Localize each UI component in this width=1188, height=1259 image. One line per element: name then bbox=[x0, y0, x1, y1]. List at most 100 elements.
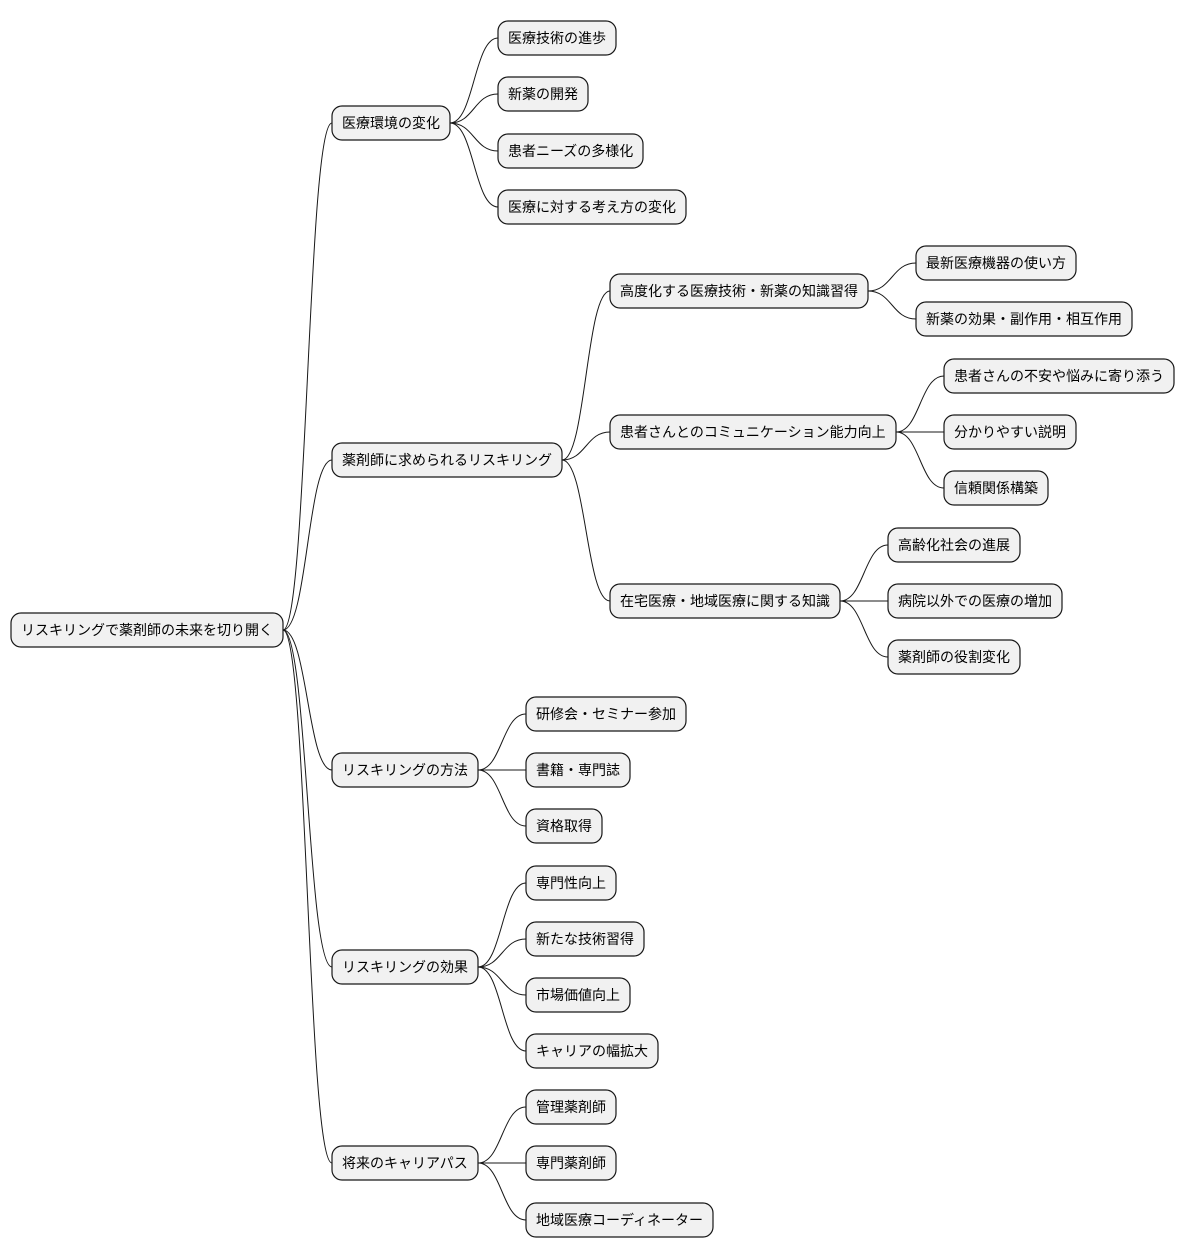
connector-line bbox=[839, 600, 889, 658]
connector-line bbox=[477, 966, 527, 996]
mindmap-node-1-1-0: 患者さんの不安や悩みに寄り添う bbox=[943, 358, 1175, 394]
connector-line bbox=[449, 122, 499, 208]
node-box bbox=[943, 358, 1175, 394]
node-box bbox=[943, 470, 1049, 506]
mindmap-node-0: 医療環境の変化 bbox=[331, 105, 451, 141]
connector-line bbox=[839, 544, 889, 602]
connector-line bbox=[282, 629, 333, 771]
mindmap-node-4: 将来のキャリアパス bbox=[331, 1145, 479, 1181]
node-box bbox=[525, 696, 687, 732]
node-label: 医療環境の変化 bbox=[342, 115, 440, 132]
mindmap-node-3: リスキリングの効果 bbox=[331, 949, 479, 985]
connector-line bbox=[282, 122, 333, 631]
node-label: 患者ニーズの多様化 bbox=[508, 143, 633, 160]
node-label: 高度化する医療技術・新薬の知識習得 bbox=[620, 283, 858, 300]
mindmap-node-3-3: キャリアの幅拡大 bbox=[525, 1033, 659, 1069]
node-box bbox=[887, 583, 1063, 619]
connector-line bbox=[477, 713, 527, 771]
node-label: 新薬の効果・副作用・相互作用 bbox=[926, 312, 1122, 328]
mindmap-node-1-1: 患者さんとのコミュニケーション能力向上 bbox=[609, 414, 897, 450]
connector-line bbox=[561, 290, 611, 461]
connector-line bbox=[895, 431, 945, 489]
node-label: 市場価値向上 bbox=[536, 987, 620, 1004]
node-box bbox=[497, 76, 589, 112]
node-box bbox=[331, 752, 479, 788]
node-box bbox=[525, 1033, 659, 1069]
node-box bbox=[331, 442, 563, 478]
node-box bbox=[497, 133, 644, 169]
node-label: 将来のキャリアパス bbox=[342, 1156, 468, 1172]
node-label: 高齢化社会の進展 bbox=[898, 537, 1010, 554]
node-label: 医療に対する考え方の変化 bbox=[508, 199, 676, 216]
node-label: 患者さんとのコミュニケーション能力向上 bbox=[620, 425, 886, 441]
mindmap-node-1-0-1: 新薬の効果・副作用・相互作用 bbox=[915, 301, 1133, 337]
node-label: 管理薬剤師 bbox=[536, 1100, 606, 1116]
node-label: 最新医療機器の使い方 bbox=[926, 255, 1066, 272]
mindmap-node-2-2: 資格取得 bbox=[525, 808, 603, 844]
connector-line bbox=[477, 882, 527, 968]
node-box bbox=[609, 414, 897, 450]
node-box bbox=[525, 1145, 617, 1181]
node-box bbox=[525, 977, 631, 1013]
node-box bbox=[525, 865, 617, 901]
node-box bbox=[525, 808, 603, 844]
node-label: 病院以外での医療の増加 bbox=[898, 593, 1052, 610]
node-box bbox=[943, 414, 1077, 450]
node-label: 地域医療コーディネーター bbox=[536, 1212, 703, 1229]
node-label: 在宅医療・地域医療に関する知識 bbox=[620, 593, 830, 610]
node-label: 専門薬剤師 bbox=[536, 1156, 606, 1172]
node-box bbox=[609, 273, 869, 309]
node-label: 資格取得 bbox=[536, 818, 592, 835]
connector-line bbox=[282, 629, 333, 968]
mindmap-node-0-0: 医療技術の進歩 bbox=[497, 20, 617, 56]
connector-line bbox=[477, 1106, 527, 1164]
connector-line bbox=[449, 122, 499, 152]
mindmap-node-2-0: 研修会・セミナー参加 bbox=[525, 696, 687, 732]
connector-layer bbox=[282, 37, 945, 1221]
connector-line bbox=[477, 1162, 527, 1221]
node-box bbox=[915, 245, 1077, 281]
node-label: 患者さんの不安や悩みに寄り添う bbox=[954, 368, 1164, 385]
mindmap-node-4-2: 地域医療コーディネーター bbox=[525, 1202, 714, 1238]
connector-line bbox=[477, 938, 527, 968]
node-label: 薬剤師の役割変化 bbox=[898, 649, 1010, 666]
node-box bbox=[915, 301, 1133, 337]
node-box bbox=[497, 20, 617, 56]
node-box bbox=[525, 752, 631, 788]
mindmap-node-1-2-1: 病院以外での医療の増加 bbox=[887, 583, 1063, 619]
mindmap-node-1-2-2: 薬剤師の役割変化 bbox=[887, 639, 1021, 675]
mindmap-node-1-0-0: 最新医療機器の使い方 bbox=[915, 245, 1077, 281]
node-box bbox=[331, 105, 451, 141]
mindmap-node-1: 薬剤師に求められるリスキリング bbox=[331, 442, 563, 478]
node-box bbox=[525, 1202, 714, 1238]
node-label: 新たな技術習得 bbox=[536, 931, 634, 948]
node-label: 書籍・専門誌 bbox=[536, 762, 620, 779]
node-label: 医療技術の進歩 bbox=[508, 30, 606, 47]
node-label: 薬剤師に求められるリスキリング bbox=[342, 453, 552, 469]
node-label: リスキリングで薬剤師の未来を切り開く bbox=[21, 623, 273, 639]
connector-line bbox=[449, 37, 499, 124]
mindmap-node-0-1: 新薬の開発 bbox=[497, 76, 589, 112]
connector-line bbox=[895, 375, 945, 433]
node-box bbox=[497, 189, 687, 225]
mindmap-node-3-2: 市場価値向上 bbox=[525, 977, 631, 1013]
node-label: キャリアの幅拡大 bbox=[536, 1044, 648, 1060]
node-box bbox=[525, 921, 645, 957]
mindmap-node-4-0: 管理薬剤師 bbox=[525, 1089, 617, 1125]
mindmap-node-2: リスキリングの方法 bbox=[331, 752, 479, 788]
root-node: リスキリングで薬剤師の未来を切り開く bbox=[10, 612, 284, 648]
node-label: 研修会・セミナー参加 bbox=[536, 706, 676, 723]
mindmap-node-1-0: 高度化する医療技術・新薬の知識習得 bbox=[609, 273, 869, 309]
node-box bbox=[887, 527, 1021, 563]
connector-line bbox=[282, 629, 333, 1164]
connector-line bbox=[477, 769, 527, 827]
connector-line bbox=[561, 459, 611, 602]
node-label: 専門性向上 bbox=[536, 876, 606, 892]
node-box bbox=[10, 612, 284, 648]
mindmap-node-1-2: 在宅医療・地域医療に関する知識 bbox=[609, 583, 841, 619]
mindmap-node-1-1-1: 分かりやすい説明 bbox=[943, 414, 1077, 450]
node-label: リスキリングの方法 bbox=[342, 763, 468, 779]
mindmap-node-4-1: 専門薬剤師 bbox=[525, 1145, 617, 1181]
mindmap-node-3-0: 専門性向上 bbox=[525, 865, 617, 901]
